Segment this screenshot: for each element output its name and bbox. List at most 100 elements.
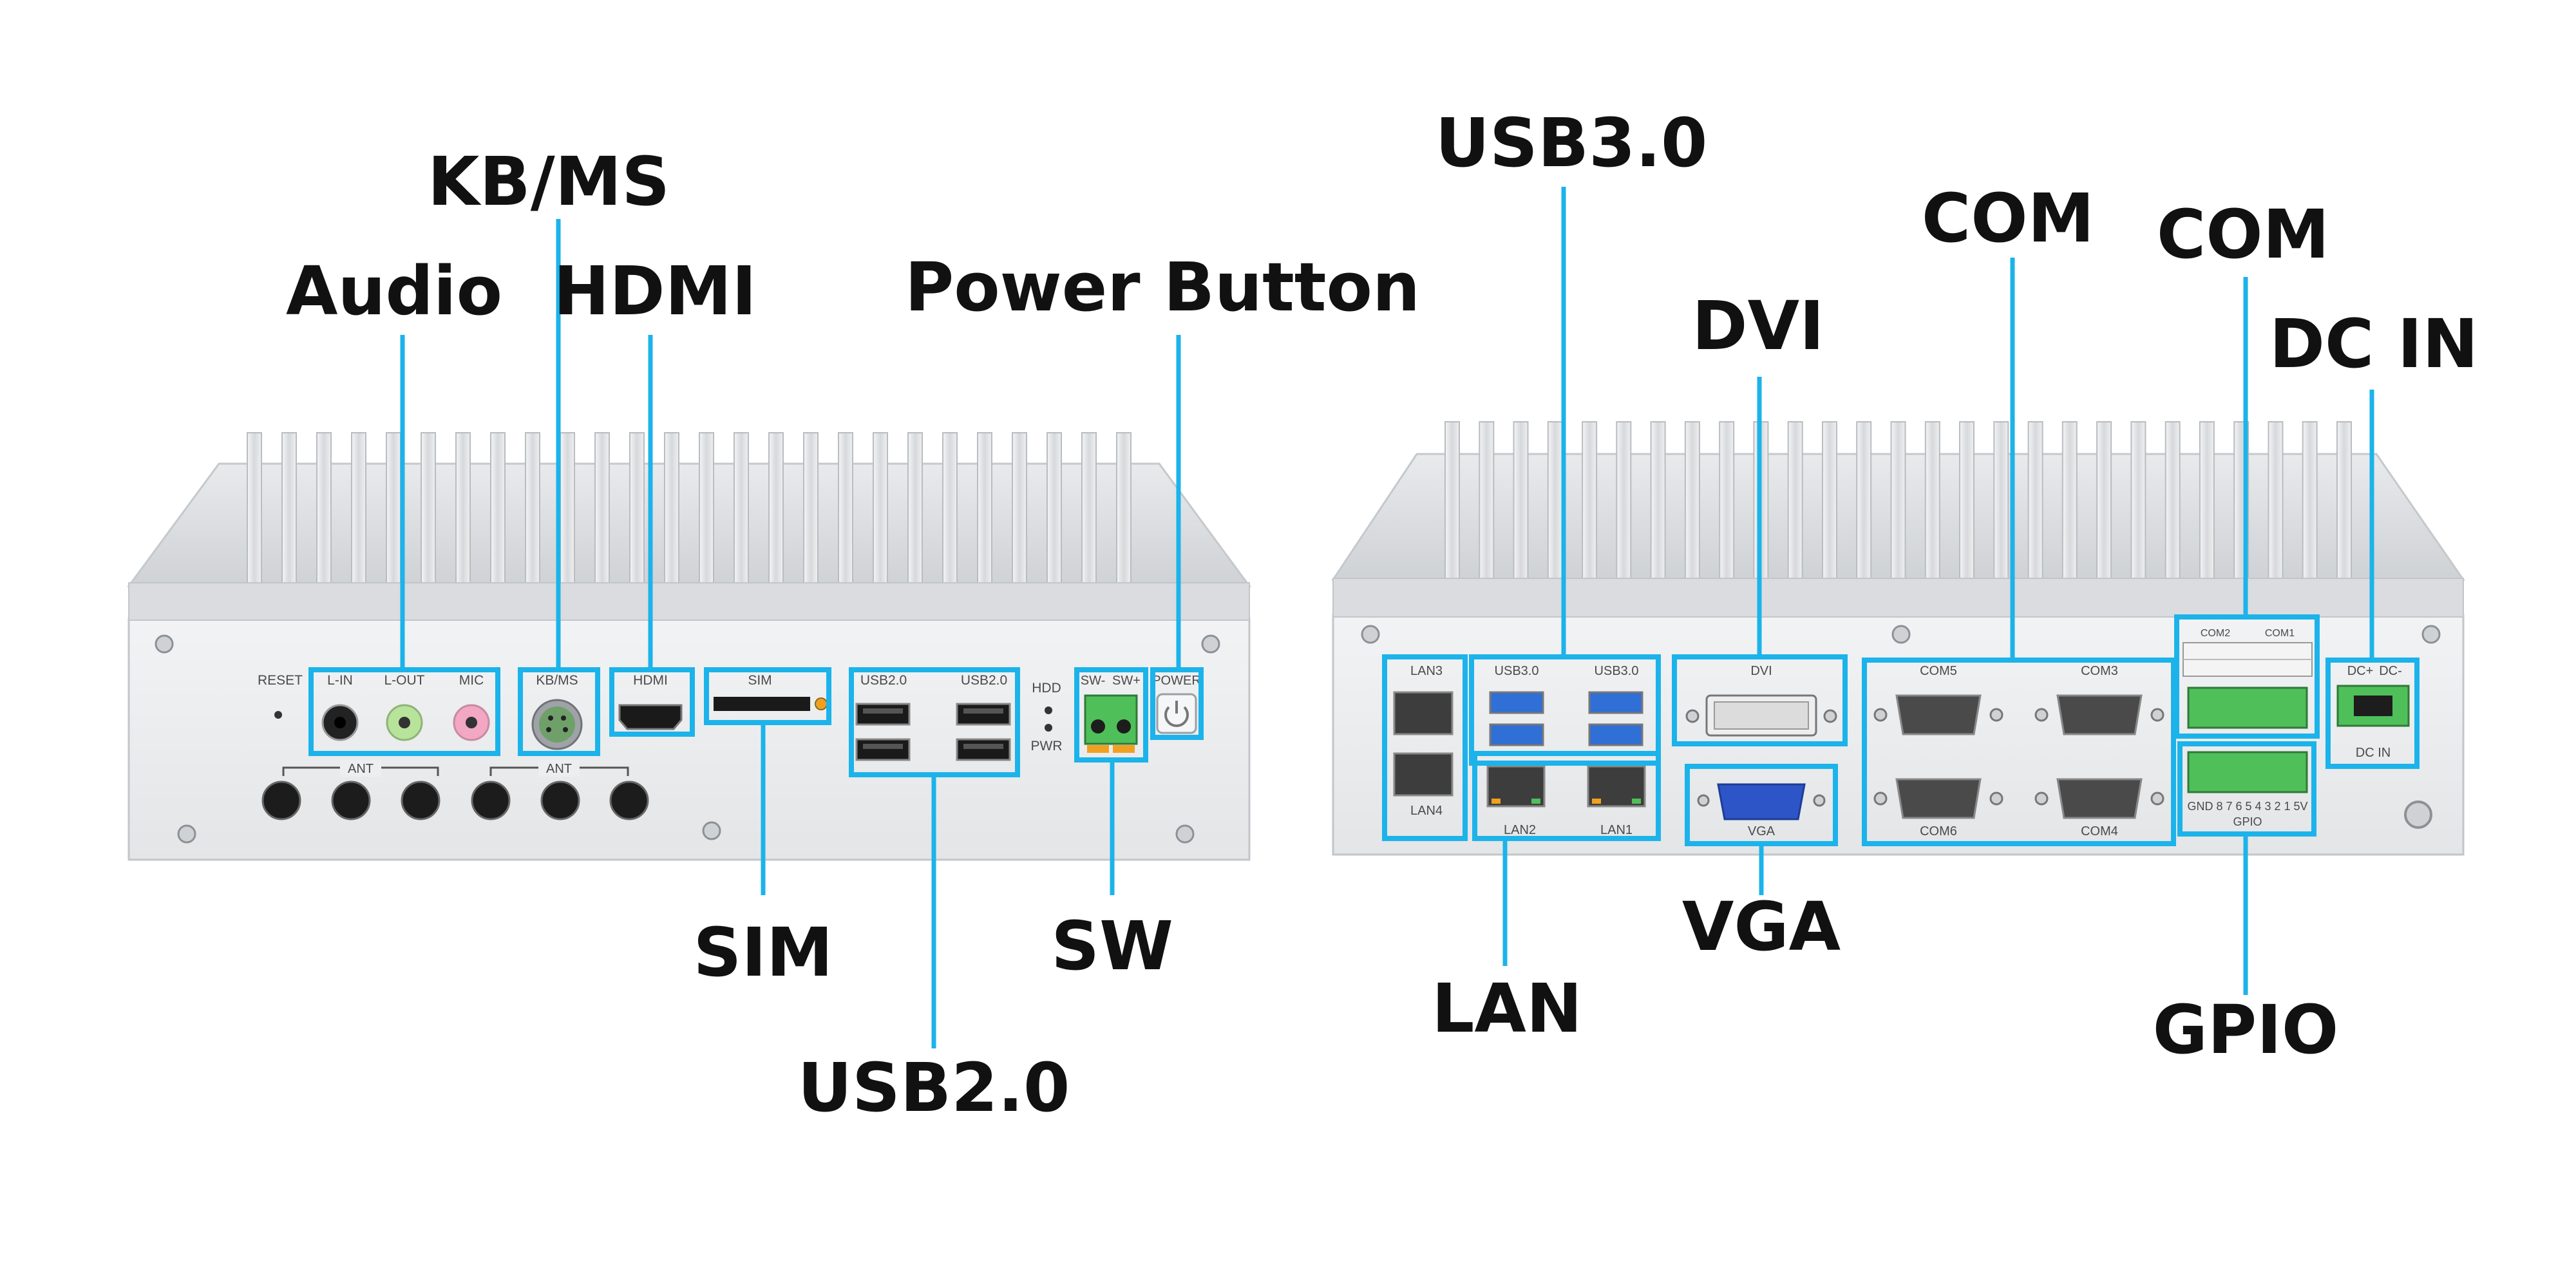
kbms-label: KB/MS	[536, 673, 578, 688]
lan-left-highlight-box	[1382, 654, 1468, 841]
lan3-port[interactable]	[1393, 691, 1454, 735]
front-panel-unit: RESET L-IN L-OUT MIC KB/MS HDMI SIM USB2…	[127, 142, 1420, 1127]
heatsink-fin	[1650, 421, 1666, 579]
vga-label: VGA	[1748, 824, 1776, 838]
com-ports-db9	[1873, 694, 2164, 819]
heatsink-fin	[1719, 421, 1735, 579]
heatsink-fin	[247, 432, 262, 583]
com3-port[interactable]	[2056, 694, 2143, 735]
usb20-label: USB2.0	[961, 673, 1007, 688]
sw-terminal-block[interactable]	[1084, 694, 1138, 745]
heatsink-fin	[1444, 421, 1460, 579]
screw-icon	[1891, 625, 1911, 644]
antenna-connector[interactable]	[540, 781, 580, 820]
usb20-ports	[855, 703, 1011, 761]
usb30-port[interactable]	[1489, 691, 1544, 714]
com5-label: COM5	[1920, 664, 1957, 678]
heatsink-fin	[2199, 421, 2215, 579]
heatsink-fin	[1959, 421, 1975, 579]
screw-icon	[1175, 824, 1195, 844]
heatsink-fin	[1856, 421, 1872, 579]
heatsink-fin	[2268, 421, 2284, 579]
heatsink-fin	[1993, 421, 2009, 579]
heatsink-fin	[1582, 421, 1598, 579]
heatsink-fin	[2130, 421, 2146, 579]
sim-slot[interactable]	[714, 697, 810, 711]
com6-port[interactable]	[1895, 778, 1982, 819]
sim-eject-icon[interactable]	[815, 697, 828, 710]
usb30-label: USB3.0	[1595, 664, 1639, 678]
heatsink-fin	[2302, 421, 2318, 579]
usb30-port[interactable]	[1588, 691, 1643, 714]
screw-icon	[1201, 634, 1220, 654]
antenna-group-b: ANT	[471, 760, 649, 820]
heatsink-fin	[525, 432, 540, 583]
heatsink-fin	[1479, 421, 1495, 579]
lan-callout: LAN	[1432, 969, 1582, 1048]
com4-port[interactable]	[2056, 778, 2143, 819]
pwr-led-label: PWR	[1031, 739, 1063, 753]
gpio-pin-label: GND 8 7 6 5 4 3 2 1 5V	[2187, 800, 2307, 813]
com2-label: COM2	[2201, 628, 2230, 639]
heatsink-fin	[1046, 432, 1062, 583]
heatsink-fin	[699, 432, 714, 583]
heatsink-fin	[734, 432, 749, 583]
dvi-label: DVI	[1750, 664, 1772, 678]
heatsink-fin	[664, 432, 679, 583]
pwr-led	[1045, 724, 1052, 732]
reset-label: RESET	[258, 673, 303, 688]
antenna-connector[interactable]	[261, 781, 301, 820]
usb20-port[interactable]	[855, 738, 911, 761]
usb20-port[interactable]	[855, 703, 911, 726]
heatsink-fin	[977, 432, 992, 583]
com5-port[interactable]	[1895, 694, 1982, 735]
power-button-callout: Power Button	[905, 248, 1420, 327]
vga-callout: VGA	[1682, 887, 1841, 966]
antenna-connector[interactable]	[401, 781, 440, 820]
lan2-label: LAN2	[1504, 823, 1536, 837]
gpio-callout: GPIO	[2153, 990, 2339, 1069]
heatsink-fin	[629, 432, 645, 583]
com-callout: COM	[1922, 179, 2094, 258]
hdmi-callout: HDMI	[553, 252, 757, 330]
com-terminal-block[interactable]	[2187, 687, 2308, 729]
vga-port[interactable]	[1717, 783, 1806, 820]
gpio-terminal-block[interactable]	[2187, 751, 2308, 793]
antenna-connector[interactable]	[331, 781, 371, 820]
dvi-callout: DVI	[1692, 287, 1824, 365]
usb30-port[interactable]	[1489, 723, 1544, 746]
heatsink-fin	[1822, 421, 1837, 579]
com4-label: COM4	[2081, 824, 2118, 838]
ant-label: ANT	[546, 762, 572, 776]
usb20-port[interactable]	[956, 703, 1011, 726]
heatsink-fin	[2336, 421, 2352, 579]
heatsink-fin	[490, 432, 506, 583]
antenna-connector[interactable]	[471, 781, 511, 820]
power-icon	[1164, 701, 1189, 728]
antenna-connector[interactable]	[609, 781, 649, 820]
heatsink-fin	[455, 432, 471, 583]
lan1-label: LAN1	[1600, 823, 1633, 837]
gpio-label: GPIO	[2233, 815, 2262, 828]
screw-icon	[2421, 625, 2441, 644]
heatsink-fin	[386, 432, 401, 583]
dc-pins-label: DC+	[2347, 664, 2374, 678]
lan4-port[interactable]	[1393, 752, 1454, 797]
lan-bottom-highlight-box	[1472, 751, 1661, 841]
heatsink-fin	[1012, 432, 1027, 583]
heatsink-fin	[1547, 421, 1563, 579]
heatsink-fin	[560, 432, 575, 583]
rear-chassis-lip	[1332, 578, 2464, 618]
reset-button[interactable]	[274, 711, 282, 719]
heatsink-fin	[1081, 432, 1097, 583]
usb30-port[interactable]	[1588, 723, 1643, 746]
heatsink-fin	[316, 432, 332, 583]
hdmi-port[interactable]	[618, 704, 683, 730]
heatsink-fin	[351, 432, 366, 583]
lan3-label: LAN3	[1410, 664, 1443, 678]
usb20-port[interactable]	[956, 738, 1011, 761]
hdmi-label: HDMI	[633, 673, 668, 688]
heatsink-fin	[1513, 421, 1529, 579]
com1-label: COM1	[2265, 628, 2295, 639]
